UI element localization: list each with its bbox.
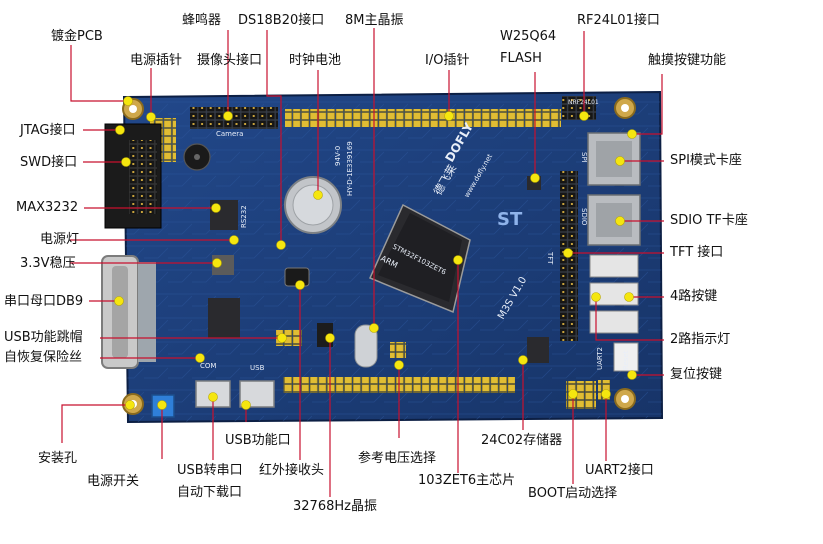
label-touch-keys: 触摸按键功能 <box>648 53 727 68</box>
label-jtag: JTAG接口 <box>20 123 76 138</box>
sdio-text: SDIO <box>580 208 588 226</box>
spi-text: SPI <box>580 152 588 163</box>
label-ds18b20: DS18B20接口 <box>238 13 325 28</box>
label-vref-select: 参考电压选择 <box>358 451 437 466</box>
label-db9: 串口母口DB9 <box>4 294 84 309</box>
chip-brand: ST <box>497 209 523 230</box>
label-eeprom: 24C02存储器 <box>481 433 563 448</box>
label-max3232: MAX3232 <box>16 200 79 215</box>
label-boot-select: BOOT启动选择 <box>528 486 618 501</box>
card-sockets <box>587 132 641 246</box>
label-flash: FLASH <box>500 51 542 66</box>
silk-code: HY-D-1E339169 <box>346 141 354 196</box>
connectors <box>101 123 162 369</box>
label-clock-battery: 时钟电池 <box>289 53 342 68</box>
rf24l01-header <box>562 96 596 120</box>
crystal-8m <box>354 324 378 368</box>
label-io-header: I/O插针 <box>425 53 470 68</box>
label-rf24l01: RF24L01接口 <box>577 13 660 28</box>
label-mount-hole: 安装孔 <box>38 451 78 466</box>
label-regulator: 3.3V稳压 <box>20 256 76 271</box>
usb-text: USB <box>250 364 265 372</box>
label-usb-serial-2: 自动下载口 <box>177 485 243 500</box>
main-chip <box>368 203 471 314</box>
label-gold-pcb: 镀金PCB <box>51 29 103 44</box>
label-four-keys: 4路按键 <box>670 289 718 304</box>
label-two-leds: 2路指示灯 <box>670 332 731 347</box>
label-ir-receiver: 红外接收头 <box>259 463 325 478</box>
label-power-switch: 电源开关 <box>87 474 140 489</box>
label-main-chip: 103ZET6主芯片 <box>418 473 516 488</box>
label-buzzer: 蜂鸣器 <box>182 13 222 28</box>
tft-text: TFT <box>546 251 554 265</box>
battery-face <box>292 184 334 226</box>
label-usb-jumper: USB功能跳帽 <box>4 330 83 345</box>
label-crystal-32k: 32768Hz晶振 <box>293 499 377 514</box>
label-power-led: 电源灯 <box>40 232 80 247</box>
label-sdio-tf: SDIO TF卡座 <box>670 213 748 228</box>
label-w25q64: W25Q64 <box>500 29 557 44</box>
label-swd: SWD接口 <box>20 155 78 170</box>
label-spi-sd: SPI模式卡座 <box>670 153 742 168</box>
label-usb-port: USB功能口 <box>225 433 291 448</box>
camera-header <box>190 107 278 129</box>
label-fuse: 自恢复保险丝 <box>4 350 83 365</box>
io-header-top <box>285 109 561 127</box>
vref-jumper <box>390 342 406 358</box>
silk-rohs: 94V-0 <box>334 146 342 166</box>
com-text: COM <box>200 362 216 370</box>
callout-lines <box>61 28 664 497</box>
label-tft-port: TFT 接口 <box>670 245 724 260</box>
rs-text: RS232 <box>240 205 248 228</box>
label-camera-port: 摄像头接口 <box>197 53 263 68</box>
label-usb-serial-1: USB转串口 <box>177 463 243 478</box>
buzzer-hole <box>194 154 200 160</box>
label-uart2: UART2接口 <box>585 463 654 478</box>
key-buttons <box>589 254 639 372</box>
label-power-header: 电源插针 <box>130 53 183 68</box>
callout-dots <box>114 96 637 410</box>
label-crystal-8m: 8M主晶振 <box>345 13 404 28</box>
camera-text: Camera <box>216 130 243 138</box>
label-reset-key: 复位按键 <box>670 367 723 382</box>
rst-text: Reset <box>622 350 630 370</box>
uart-text: UART2 <box>596 347 604 370</box>
